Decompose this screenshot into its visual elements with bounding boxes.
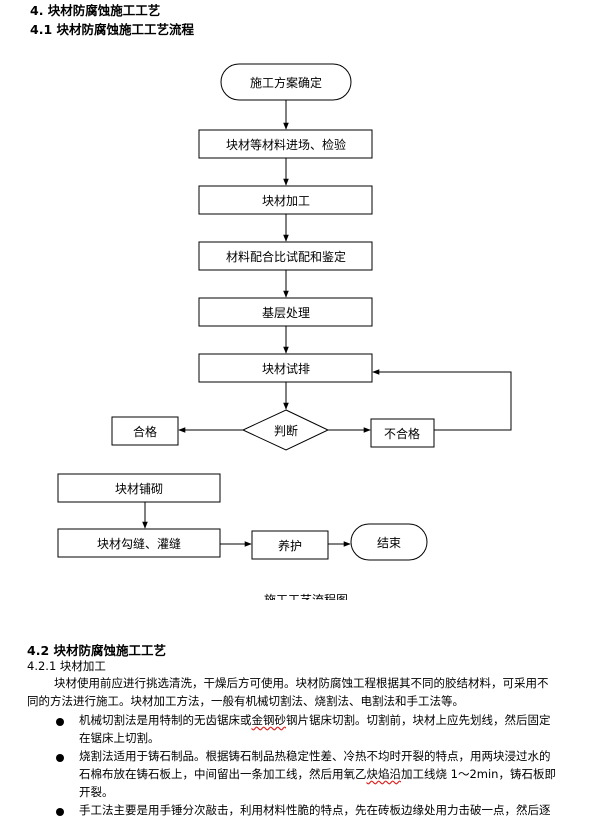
bullet-3-line-1: 手工法主要是用手锤分次敲击，利用材料性脆的特点，先在砖板边缘处用力击破一点，然后… — [79, 803, 551, 817]
flow-step4-label: 基层处理 — [262, 306, 310, 320]
flow-step6-node — [57, 473, 221, 503]
flow-fail-label: 不合格 — [384, 426, 420, 441]
flow-decision-node — [241, 409, 330, 451]
flow-step1-label: 块材等材料进场、检验 — [226, 137, 346, 152]
flow-step7-label: 块材勾缝、灌缝 — [97, 536, 181, 551]
flow-pass-node — [111, 416, 179, 446]
bullet-dot — [56, 718, 64, 726]
flow-step3-node — [198, 241, 373, 271]
bullet-2-text-b: 炔焰沿 — [366, 767, 402, 781]
bullet-1-text-c: 钢片锯床切割。切割前，块材上应先划线，然后固定 — [286, 713, 551, 727]
flow-step1-node — [198, 129, 373, 159]
flow-end-label: 结束 — [377, 536, 401, 550]
flow-step5-label: 块材试排 — [262, 361, 310, 376]
flowchart: 施工方案确定 块材等材料进场、检验 块材加工 材料配合比试配和鉴定 基层处理 块… — [57, 63, 512, 600]
bullet-2-text-a: 石棉布放在铸石板上，中间留出一条加工线，然后用氧乙 — [79, 767, 367, 781]
flow-pass-label: 合格 — [133, 424, 157, 439]
section2-subtitle: 4.2.1 块材加工 — [27, 659, 106, 673]
bullet-1-text-b: 金钢砂 — [251, 713, 287, 727]
section-subtitle: 4.1 块材防腐蚀施工工艺流程 — [30, 22, 194, 37]
bullet-dot — [56, 808, 64, 816]
intro-line-2: 同的方法进行施工。块材加工方法，一般有机械切割法、烧割法、电割法和手工法等。 — [27, 694, 464, 708]
flow-step2-label: 块材加工 — [262, 194, 310, 208]
bullet-2-line-3: 开裂。 — [79, 785, 114, 799]
flow-step2-node — [198, 185, 373, 215]
flow-caption: 施工工艺流程图 — [264, 592, 348, 600]
flow-end-node — [350, 523, 428, 561]
flow-decision-label: 判断 — [274, 423, 298, 438]
flow-step8-label: 养护 — [278, 538, 302, 553]
flow-fail-node — [370, 418, 435, 448]
section-title: 4. 块材防腐蚀施工工艺 — [30, 3, 161, 18]
flow-start-label: 施工方案确定 — [250, 75, 322, 90]
flow-step7-node — [57, 528, 221, 558]
flow-step6-label: 块材铺砌 — [115, 482, 163, 496]
bullet-1-line-1: 机械切割法是用特制的无齿锯床或金钢砂钢片锯床切割。切割前，块材上应先划线，然后固… — [79, 711, 551, 729]
bullet-1-text-a: 机械切割法是用特制的无齿锯床或 — [79, 713, 252, 727]
flow-step8-node — [251, 530, 329, 560]
bullet-dot — [56, 754, 64, 762]
bullet-2-line-1: 烧割法适用于铸石制品。根据铸石制品热稳定性差、冷热不均时开裂的特点，用两块浸过水… — [79, 749, 551, 763]
flow-step4-node — [198, 297, 373, 327]
flow-step5-node — [198, 353, 373, 383]
flow-step3-label: 材料配合比试配和鉴定 — [226, 249, 346, 264]
bullet-2-text-c: 加工线烧 1～2min，铸石板即 — [401, 767, 556, 781]
intro-line-1: 块材使用前应进行挑选清洗，干燥后方可使用。块材防腐蚀工程根据其不同的胶结材料，可… — [54, 676, 549, 690]
section2-title: 4.2 块材防腐蚀施工工艺 — [27, 643, 166, 658]
bullet-2-line-2: 石棉布放在铸石板上，中间留出一条加工线，然后用氧乙炔焰沿加工线烧 1～2min，… — [79, 765, 556, 783]
bullet-1-line-2: 在锯床上切割。 — [79, 731, 160, 745]
